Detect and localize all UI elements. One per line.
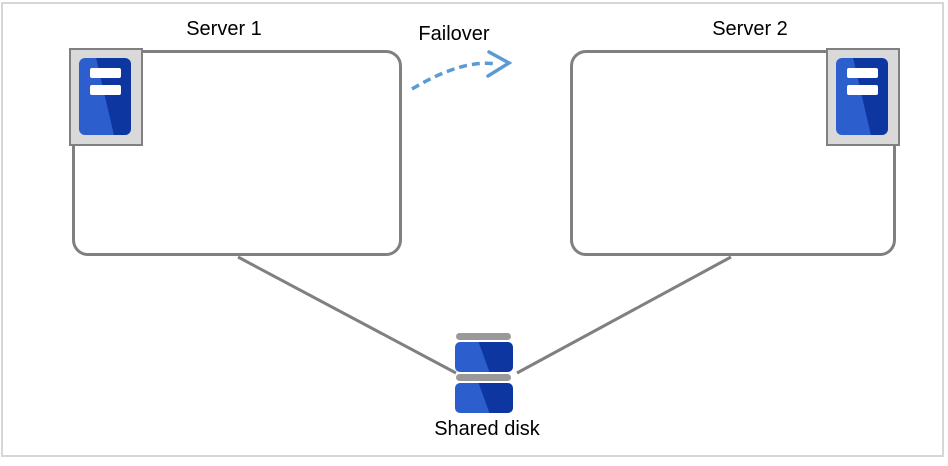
failover-arrowhead-icon (486, 50, 513, 78)
server1-label: Server 1 (186, 18, 262, 40)
server-tower-icon (79, 58, 131, 135)
server-slot-icon (90, 85, 121, 95)
connector-server2-shared-disk (516, 255, 732, 375)
server2-label: Server 2 (712, 18, 788, 40)
disk-platter-icon (455, 342, 513, 372)
connector-server1-shared-disk (237, 255, 457, 375)
server1-server-icon (69, 48, 143, 146)
server-tower-icon (836, 58, 888, 135)
shared-disk-label: Shared disk (434, 418, 540, 440)
disk-platter-icon (455, 383, 513, 413)
server-slot-icon (847, 85, 878, 95)
shared-disk-icon (455, 333, 513, 413)
server-slot-icon (90, 68, 121, 78)
failover-arrow-curve (411, 61, 497, 91)
server2-server-icon (826, 48, 900, 146)
disk-cap-icon (456, 374, 511, 381)
failover-label: Failover (418, 23, 490, 45)
disk-cap-icon (456, 333, 511, 340)
server-slot-icon (847, 68, 878, 78)
